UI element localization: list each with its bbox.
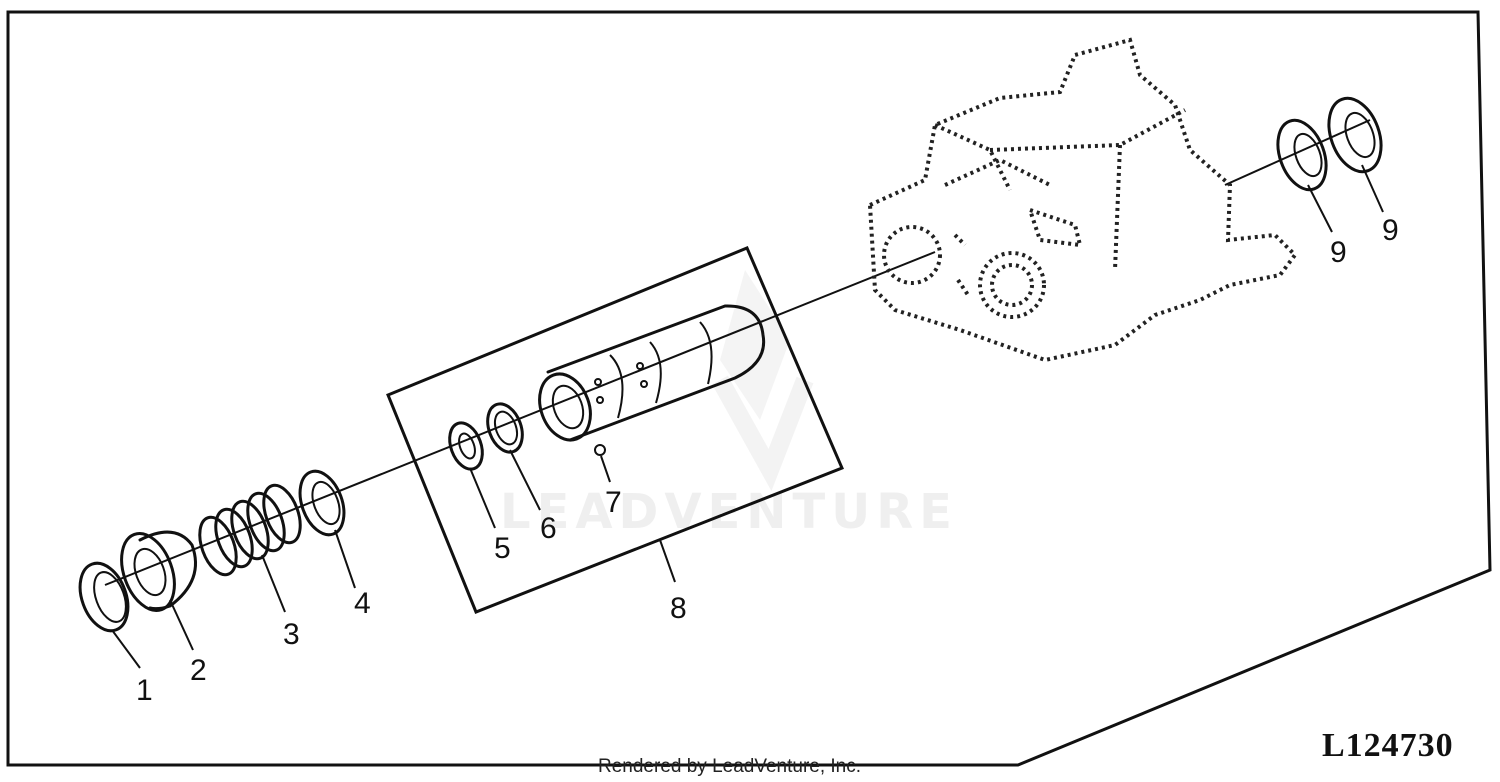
assembly-axis <box>104 251 936 586</box>
part-2-retainer-cup <box>120 530 197 612</box>
spool <box>538 304 766 442</box>
watermark: LEADVENTURE <box>500 270 958 540</box>
part-9-seal-a <box>1276 118 1328 192</box>
part-1-snap-ring <box>78 561 130 633</box>
callout-2: 2 <box>190 654 207 687</box>
rendered-by-credit: Rendered by LeadVenture, Inc. <box>598 756 861 777</box>
callout-8: 8 <box>670 592 687 625</box>
watermark-text: LEADVENTURE <box>500 484 958 540</box>
figure-id: L124730 <box>1322 727 1454 764</box>
callout-9a: 9 <box>1330 236 1347 269</box>
leader-lines <box>111 164 1384 669</box>
callout-9b: 9 <box>1382 214 1399 247</box>
part-7-ball <box>594 444 606 456</box>
callout-1: 1 <box>136 674 153 707</box>
callout-3: 3 <box>283 618 300 651</box>
part-6-o-ring <box>486 402 524 454</box>
callout-4: 4 <box>354 587 371 620</box>
sheet-border <box>6 10 1492 767</box>
callout-6: 6 <box>540 512 557 545</box>
part-9-seal-b <box>1327 96 1383 174</box>
part-5-washer <box>448 421 484 471</box>
parts-kit-box <box>386 246 844 614</box>
part-4-retainer <box>298 469 346 537</box>
part-3-spring <box>198 483 302 577</box>
valve-housing <box>867 37 1298 363</box>
assembly-axis-right <box>1224 119 1371 186</box>
callout-5: 5 <box>494 532 511 565</box>
callout-7: 7 <box>605 486 622 519</box>
